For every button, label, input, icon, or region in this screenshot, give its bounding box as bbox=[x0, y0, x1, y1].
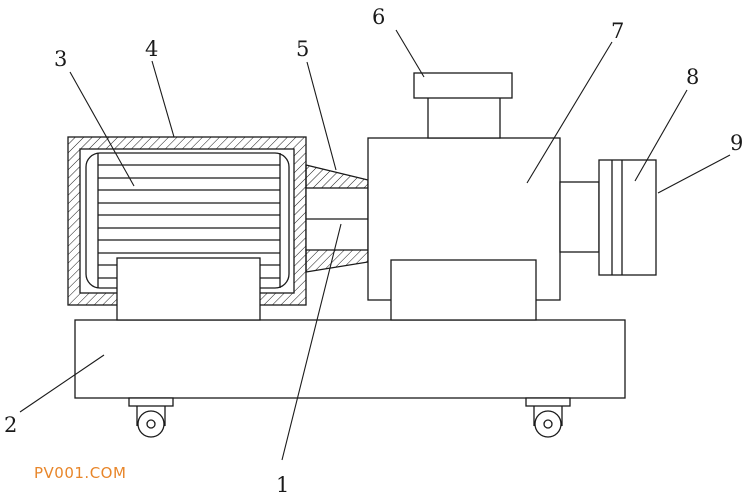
leader-lines bbox=[19, 29, 731, 461]
label-6: 6 bbox=[372, 5, 385, 29]
motor bbox=[85, 152, 290, 289]
left-caster bbox=[128, 397, 174, 438]
label-8: 8 bbox=[686, 65, 699, 89]
label-3: 3 bbox=[54, 47, 67, 71]
outlet-pipe bbox=[559, 181, 600, 253]
label-5: 5 bbox=[296, 37, 309, 61]
label-9: 9 bbox=[730, 131, 743, 155]
outlet-flange bbox=[598, 159, 657, 276]
pump-mount bbox=[390, 259, 537, 321]
label-4: 4 bbox=[145, 37, 158, 61]
label-2: 2 bbox=[4, 413, 17, 437]
right-caster bbox=[525, 397, 571, 438]
label-7: 7 bbox=[611, 19, 624, 43]
label-1: 1 bbox=[276, 473, 289, 497]
base-frame bbox=[74, 319, 626, 399]
motor-mount bbox=[116, 257, 261, 321]
watermark: PV001.COM bbox=[34, 464, 126, 482]
top-port bbox=[413, 72, 513, 139]
